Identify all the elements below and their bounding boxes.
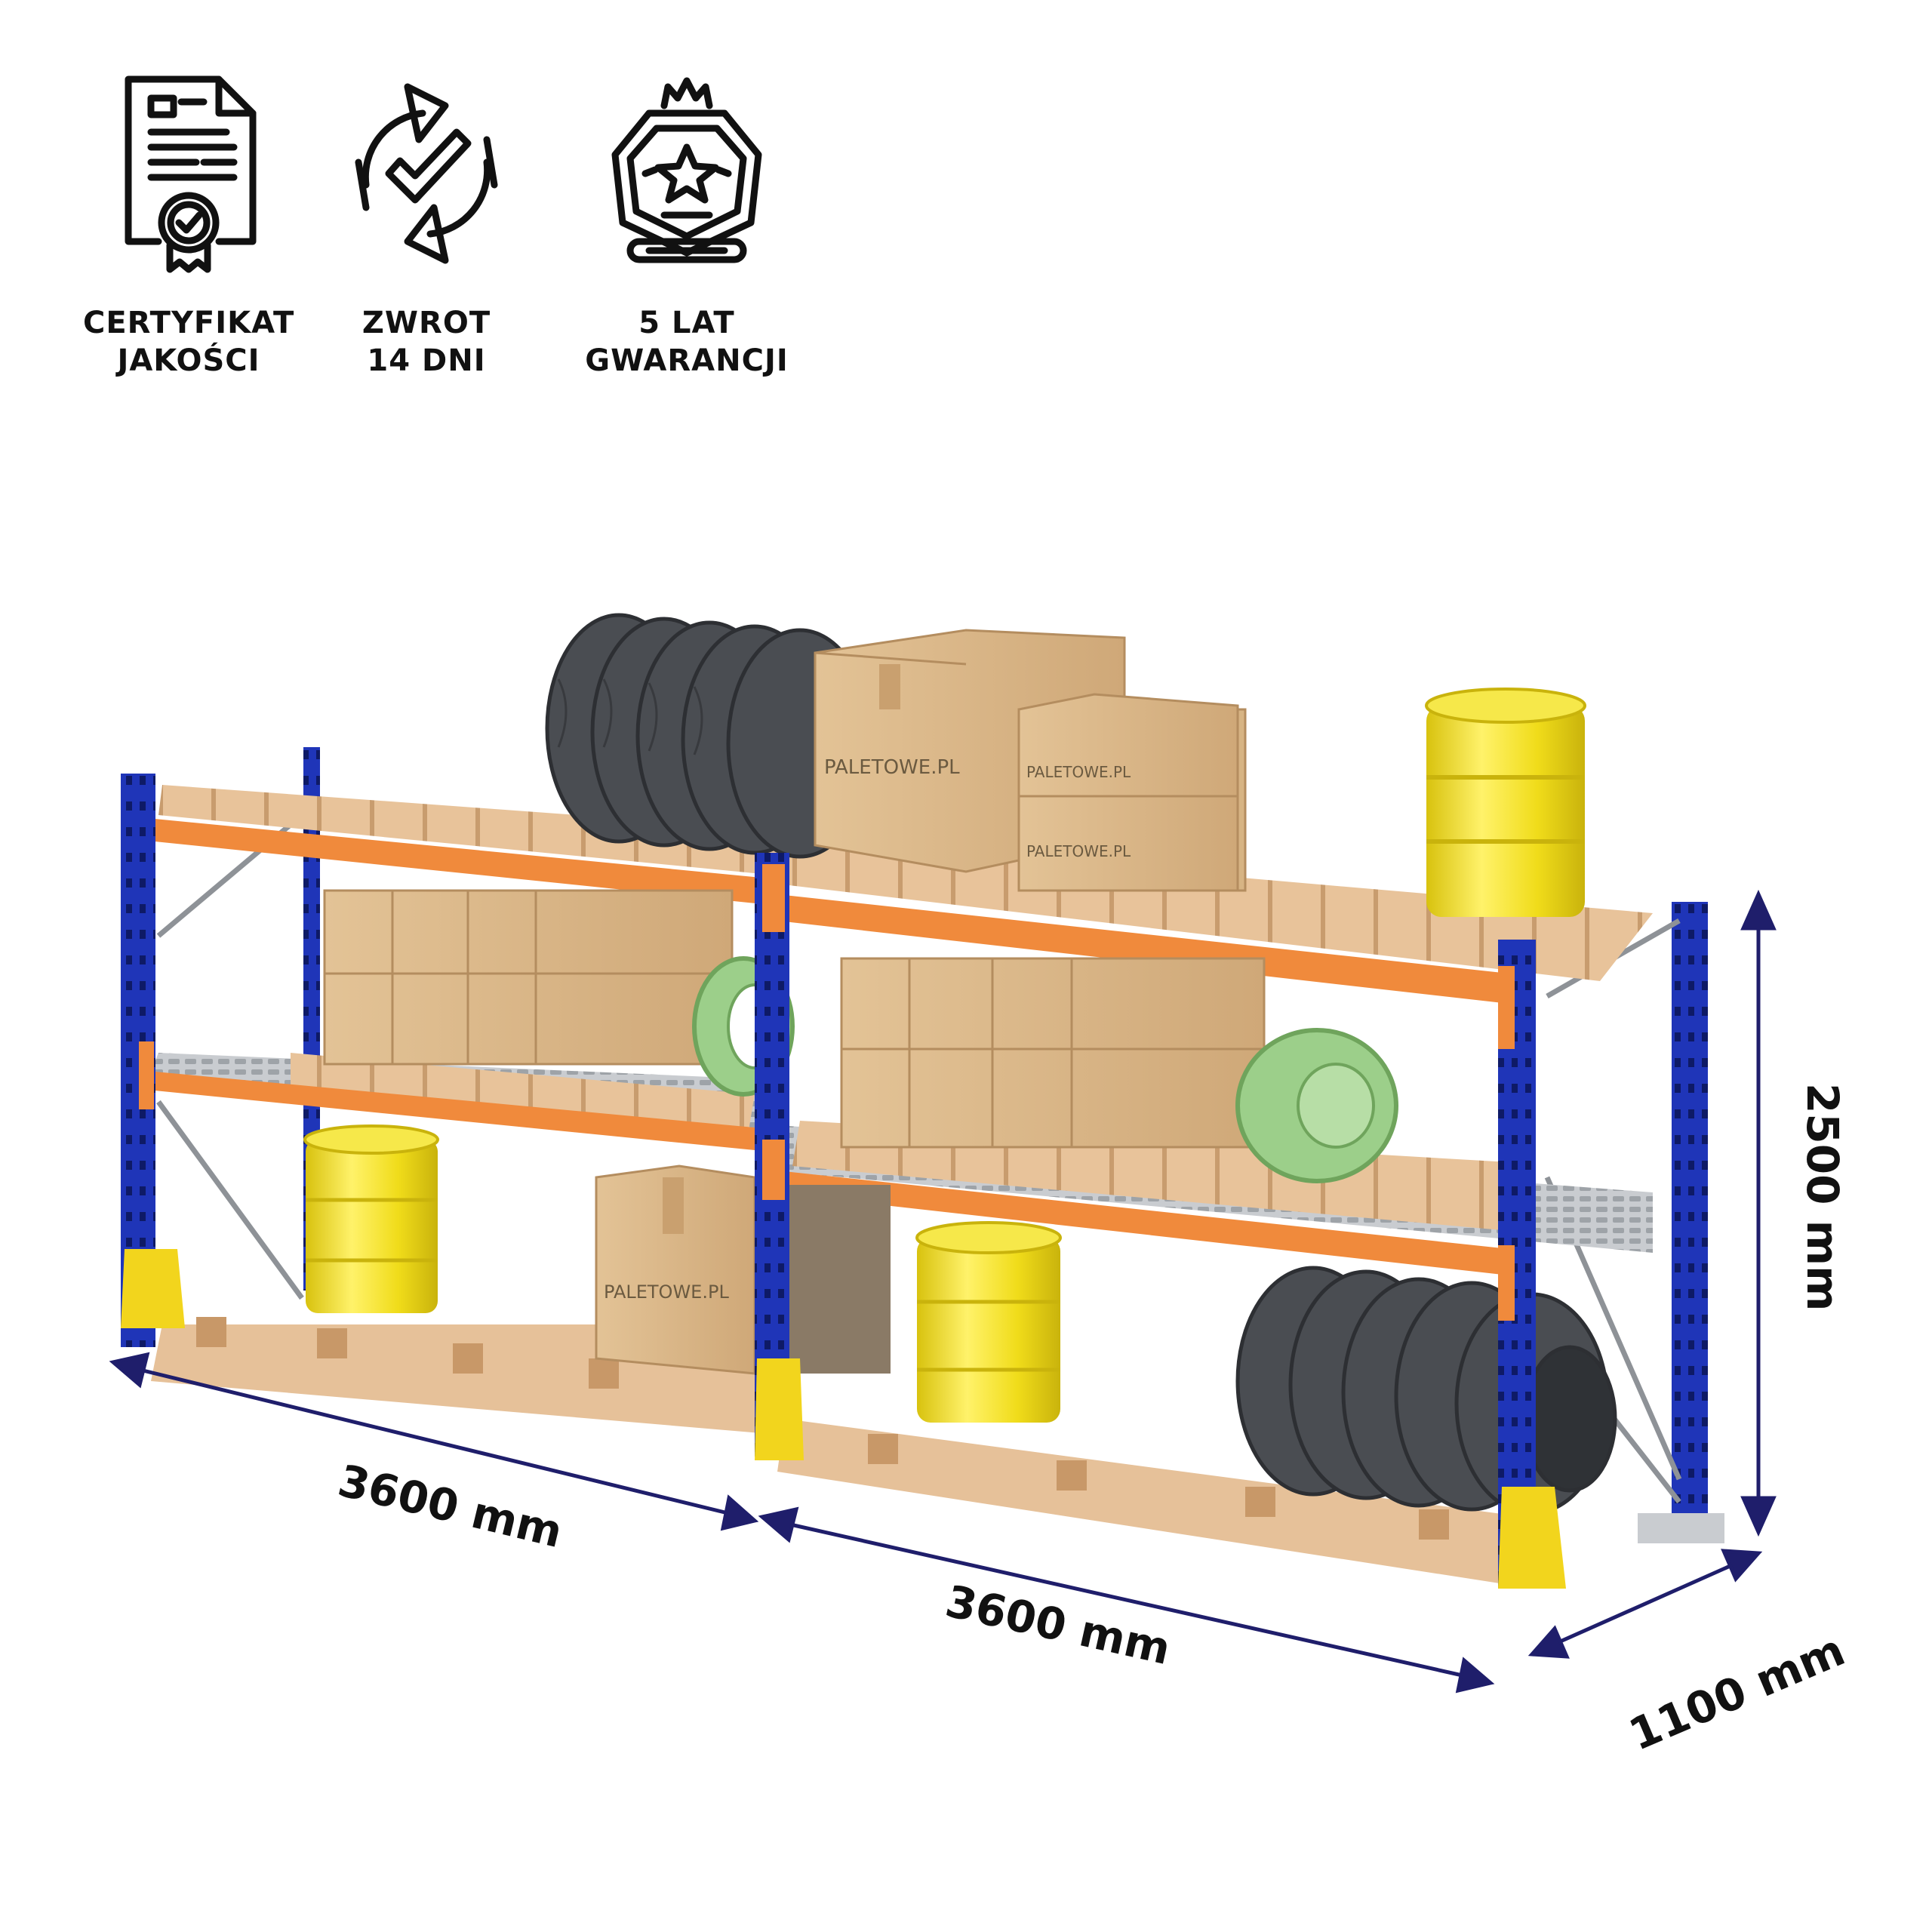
dimension-width-right: 3600 mm (941, 1575, 1175, 1675)
top-beams (155, 819, 1509, 1004)
barrel-bottom-middle (915, 1221, 1062, 1423)
boxes-middle-left (323, 889, 734, 1066)
boxes-top (814, 629, 1247, 892)
certificate-icon (125, 75, 257, 273)
boxes-middle-right (840, 957, 1266, 1149)
brand-label: PALETOWE.PL (824, 756, 960, 779)
dimension-arrows (109, 889, 1777, 1694)
box-bottom (595, 1164, 891, 1375)
brand-label: PALETOWE.PL (604, 1281, 729, 1303)
front-upright-middle (755, 853, 804, 1460)
box-brand-labels: PALETOWE.PL PALETOWE.PL PALETOWE.PL PALE… (604, 756, 1131, 1303)
barrel-bottom-left (303, 1124, 439, 1313)
brand-label: PALETOWE.PL (1026, 763, 1131, 781)
middle-beams (155, 1072, 1509, 1275)
brand-label: PALETOWE.PL (1026, 842, 1131, 860)
return-icon (355, 83, 498, 264)
barrel-top (1425, 688, 1586, 917)
dimension-width-left: 3600 mm (334, 1454, 568, 1558)
wire-coil-right (1235, 1028, 1398, 1183)
front-upright-right (1498, 940, 1566, 1589)
tyres-bottom (1235, 1266, 1617, 1515)
dimension-depth: 1100 mm (1622, 1624, 1852, 1761)
front-upright-left (121, 774, 185, 1347)
dimension-height: 2500 mm (1797, 1083, 1848, 1312)
warranty-icon (611, 77, 762, 263)
top-level-pallets (158, 785, 1653, 981)
